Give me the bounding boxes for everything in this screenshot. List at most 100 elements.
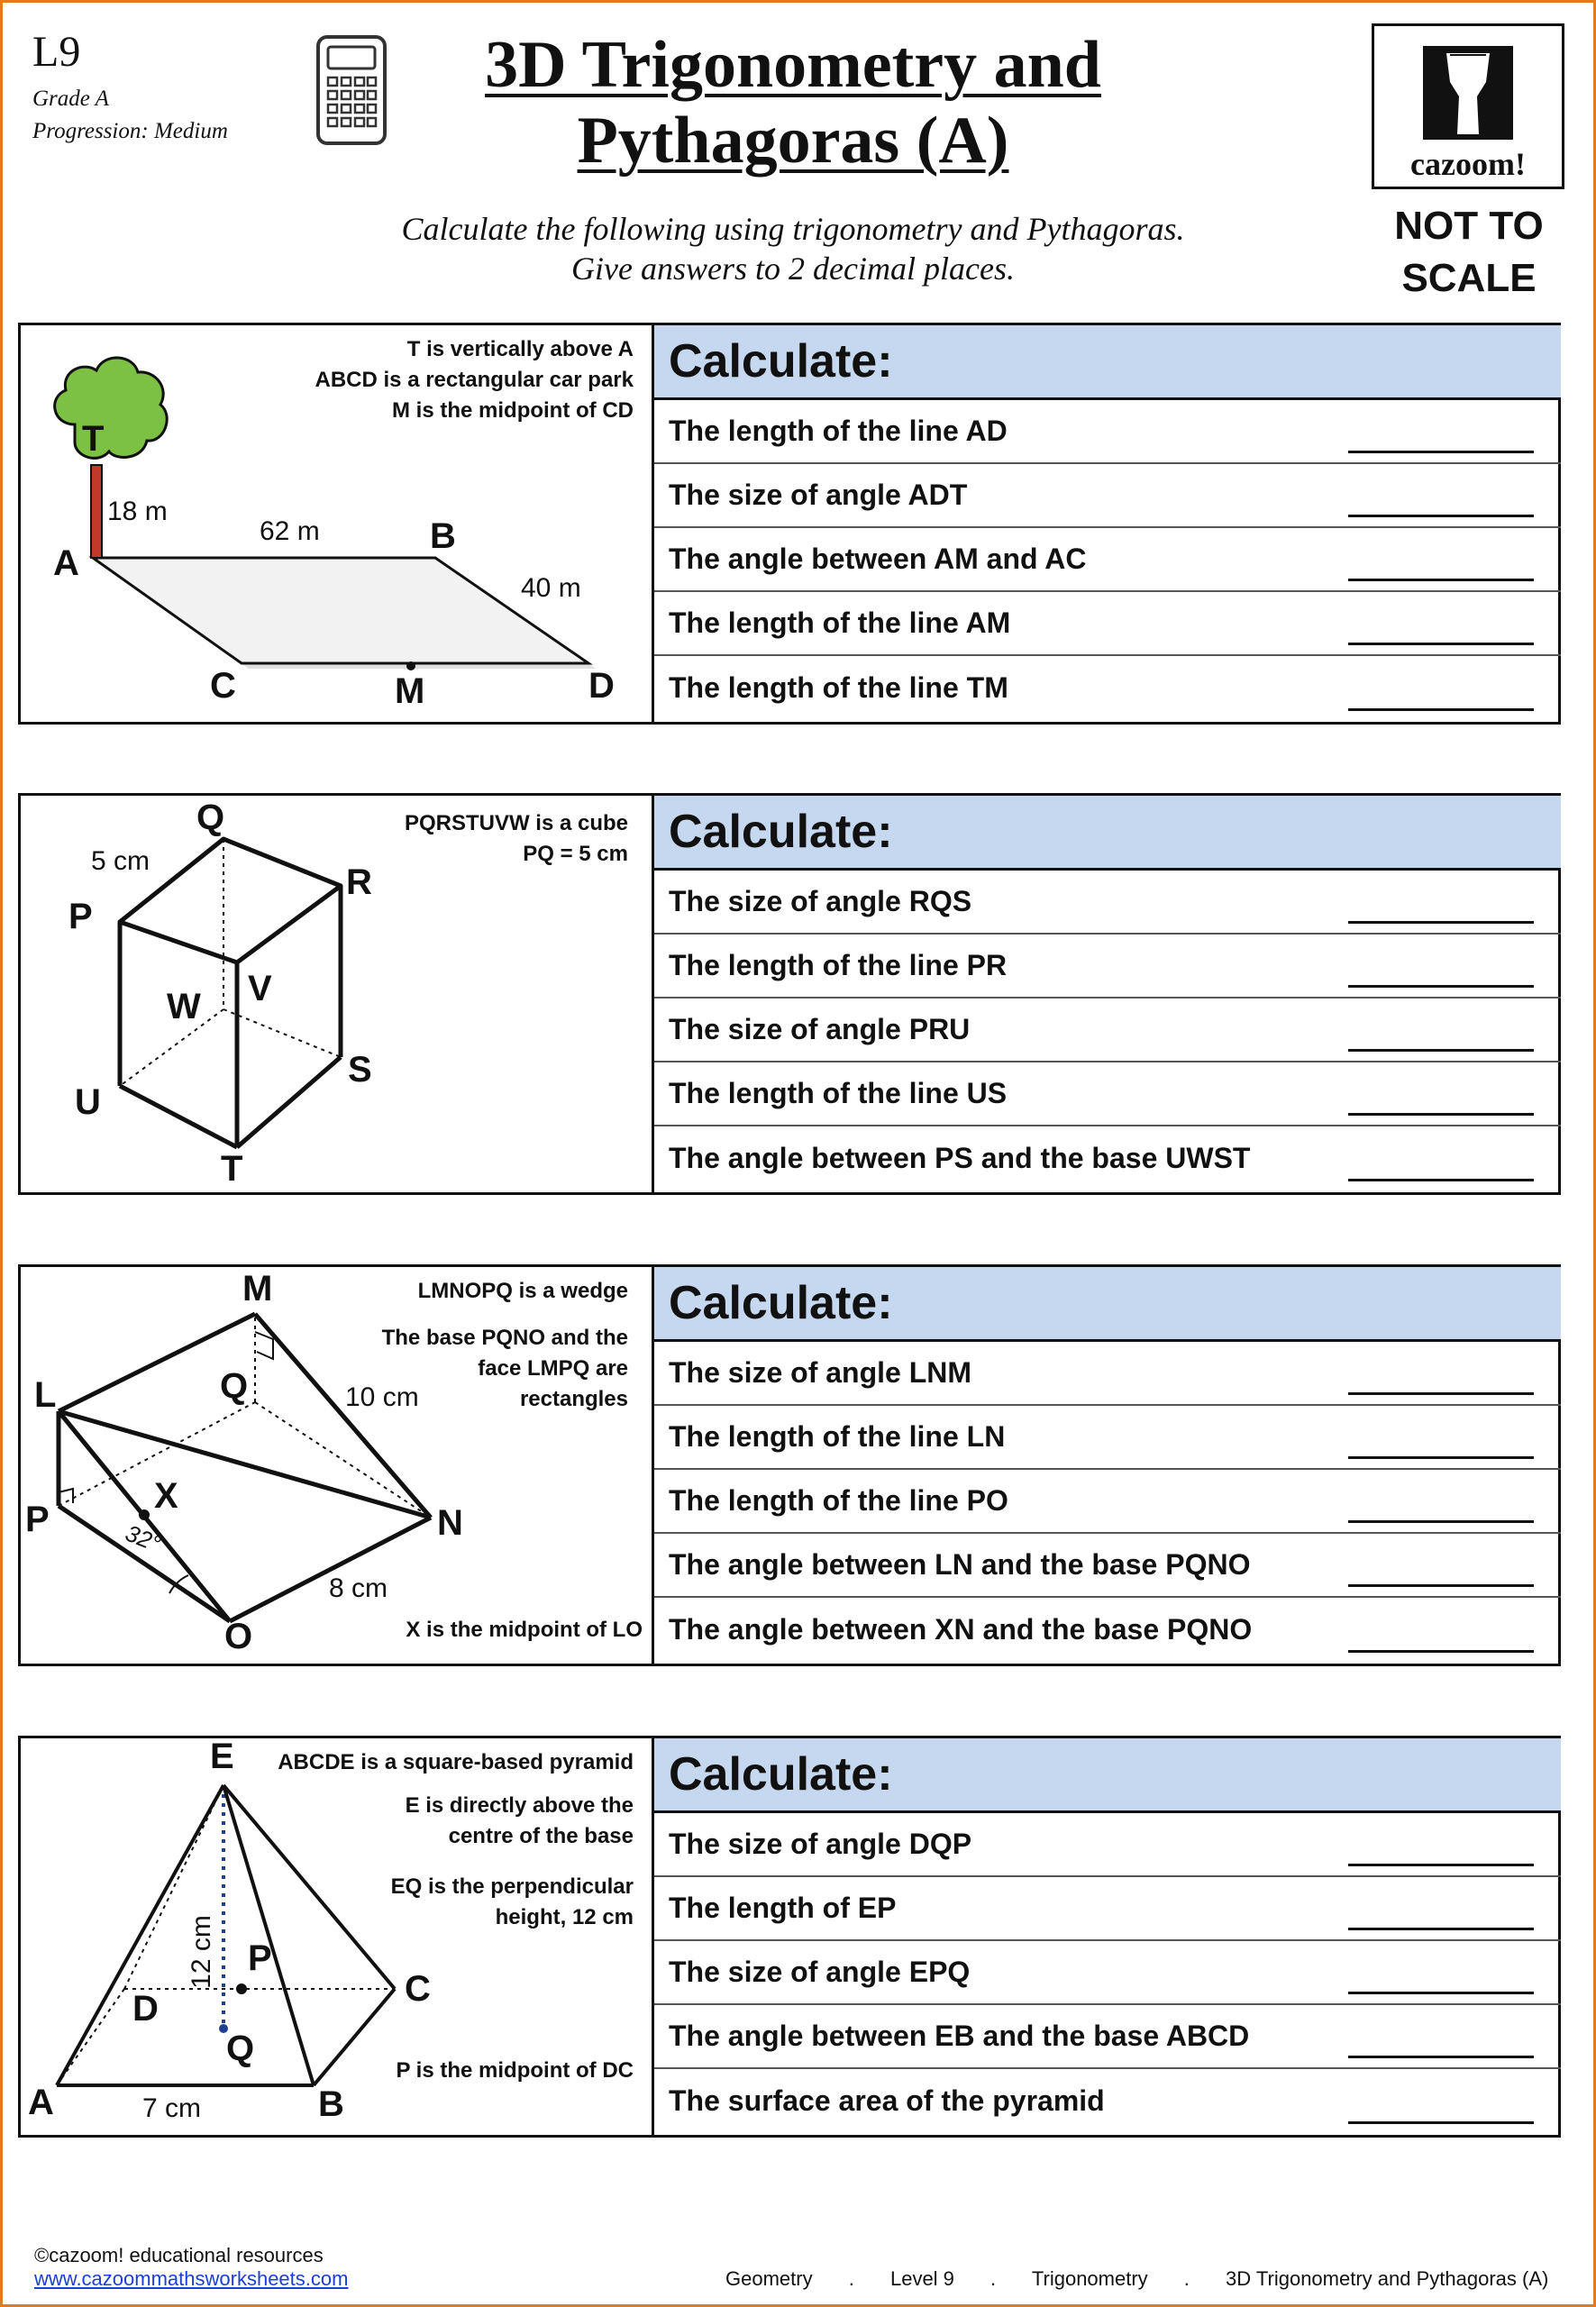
question-text: The length of the line LN: [669, 1420, 1006, 1453]
label-d: D: [588, 666, 615, 706]
label-x: X: [154, 1476, 178, 1516]
answer-line[interactable]: [1348, 451, 1534, 453]
calculate-heading: Calculate:: [654, 1267, 1561, 1342]
answer-line[interactable]: [1348, 921, 1534, 924]
instruction-line-1: Calculate the following using trigonomet…: [401, 211, 1185, 247]
note-line: height, 12 cm: [495, 1905, 634, 1929]
calculate-table: Calculate: The size of angle RQS The len…: [652, 796, 1561, 1192]
label-t: T: [221, 1149, 243, 1189]
label-v: V: [248, 969, 272, 1008]
grade-label: Grade A: [32, 87, 109, 111]
progression-label: Progression: Medium: [32, 119, 228, 143]
note-line: T is vertically above A: [406, 337, 634, 361]
answer-line[interactable]: [1348, 2056, 1534, 2058]
pyramid-figure: [55, 1783, 397, 2087]
question-row: The angle between XN and the base PQNO: [654, 1598, 1561, 1662]
label-q: Q: [226, 2029, 255, 2068]
answer-line[interactable]: [1348, 579, 1534, 581]
footer-separator: .: [1183, 2267, 1190, 2290]
question-text: The angle between PS and the base UWST: [669, 1142, 1251, 1174]
answer-line[interactable]: [1348, 1584, 1534, 1587]
diagram-notes: LMNOPQ is a wedge The base PQNO and the …: [268, 1276, 628, 1415]
answer-line[interactable]: [1348, 1928, 1534, 1930]
answer-line[interactable]: [1348, 1392, 1534, 1395]
note-line: ABCDE is a square-based pyramid: [278, 1750, 634, 1774]
question-text: The angle between EB and the base ABCD: [669, 2020, 1250, 2052]
question-row: The length of the line US: [654, 1062, 1561, 1126]
question-row: The length of the line PO: [654, 1470, 1561, 1534]
calculator-icon: [316, 35, 387, 145]
question-text: The length of the line AM: [669, 606, 1011, 639]
wedge-diagram: M L Q P X N O 10 cm 8 cm 32° LMNOPQ is a…: [21, 1267, 652, 1664]
question-text: The size of angle LNM: [669, 1356, 972, 1389]
measure-length: 62 m: [260, 516, 320, 546]
not-to-scale-line-2: SCALE: [1401, 256, 1537, 300]
question-row: The length of EP: [654, 1877, 1561, 1941]
measure-base: 7 cm: [142, 2093, 202, 2123]
measure-height: 18 m: [107, 497, 168, 526]
question-row: The length of the line PR: [654, 935, 1561, 998]
answer-line[interactable]: [1348, 1179, 1534, 1181]
question-row: The angle between PS and the base UWST: [654, 1126, 1561, 1190]
footer-separator: .: [990, 2267, 997, 2290]
label-q: Q: [220, 1366, 249, 1406]
question-section-1: T A B C D M 18 m 62 m 40 m T is vertical…: [18, 323, 1561, 725]
label-a: A: [53, 543, 79, 583]
note-line: centre of the base: [448, 1824, 634, 1848]
question-row: The size of angle ADT: [654, 464, 1561, 528]
question-row: The size of angle LNM: [654, 1342, 1561, 1406]
footer-separator: .: [848, 2267, 854, 2290]
answer-line[interactable]: [1348, 1049, 1534, 1052]
answer-line[interactable]: [1348, 1650, 1534, 1653]
level-code: L9: [32, 28, 81, 76]
title-line-1: 3D Trigonometry and: [485, 28, 1101, 102]
answer-line[interactable]: [1348, 1992, 1534, 1994]
footer-worksheet-title: 3D Trigonometry and Pythagoras (A): [1226, 2267, 1549, 2290]
question-text: The size of angle RQS: [669, 885, 972, 917]
diagram-note-midpoint: P is the midpoint of DC: [396, 2058, 634, 2083]
label-o: O: [224, 1617, 253, 1656]
label-d: D: [132, 1989, 159, 2029]
question-row: The size of angle PRU: [654, 998, 1561, 1062]
answer-line[interactable]: [1348, 2121, 1534, 2124]
diagram-note-midpoint: X is the midpoint of LO: [406, 1618, 643, 1642]
footer-website-link[interactable]: www.cazoommathsworksheets.com: [34, 2267, 349, 2290]
label-u: U: [75, 1082, 101, 1122]
question-text: The surface area of the pyramid: [669, 2084, 1105, 2117]
label-r: R: [346, 862, 372, 902]
answer-line[interactable]: [1348, 1864, 1534, 1866]
answer-line[interactable]: [1348, 985, 1534, 988]
measure-slope: 10 cm: [345, 1382, 419, 1412]
answer-line[interactable]: [1348, 515, 1534, 517]
logo-text: cazoom!: [1410, 146, 1526, 182]
answer-line[interactable]: [1348, 708, 1534, 711]
label-l: L: [34, 1375, 57, 1415]
cube-diagram: Q P R W V U S T 5 cm PQRSTUVW is a cube …: [21, 796, 652, 1192]
cube-figure: [117, 836, 343, 1150]
question-text: The size of angle PRU: [669, 1013, 971, 1045]
footer-subtopic: Trigonometry: [1031, 2267, 1148, 2290]
label-b: B: [318, 2084, 344, 2124]
calculate-table: Calculate: The size of angle LNM The len…: [652, 1267, 1561, 1664]
calculate-heading: Calculate:: [654, 1738, 1561, 1813]
question-text: The angle between LN and the base PQNO: [669, 1548, 1251, 1581]
note-line: PQRSTUVW is a cube: [404, 811, 628, 835]
calculate-heading: Calculate:: [654, 796, 1561, 871]
question-row: The length of the line LN: [654, 1406, 1561, 1470]
label-e: E: [210, 1737, 234, 1776]
car-park-diagram: T A B C D M 18 m 62 m 40 m T is vertical…: [21, 325, 652, 722]
cazoom-logo: cazoom!: [1372, 23, 1564, 189]
answer-line[interactable]: [1348, 1113, 1534, 1116]
question-section-4: E P C D Q A B 12 cm 7 cm ABCDE is a squa…: [18, 1736, 1561, 2138]
answer-line[interactable]: [1348, 643, 1534, 645]
answer-line[interactable]: [1348, 1520, 1534, 1523]
label-c: C: [405, 1969, 431, 2009]
footer-breadcrumb: Geometry . Level 9 . Trigonometry . 3D T…: [725, 2267, 1579, 2291]
question-row: The length of the line AD: [654, 400, 1561, 464]
note-line: face LMPQ are: [478, 1356, 628, 1381]
measure-width: 40 m: [521, 573, 581, 603]
answer-line[interactable]: [1348, 1456, 1534, 1459]
question-row: The size of angle RQS: [654, 871, 1561, 935]
footer-topic: Geometry: [725, 2267, 813, 2290]
